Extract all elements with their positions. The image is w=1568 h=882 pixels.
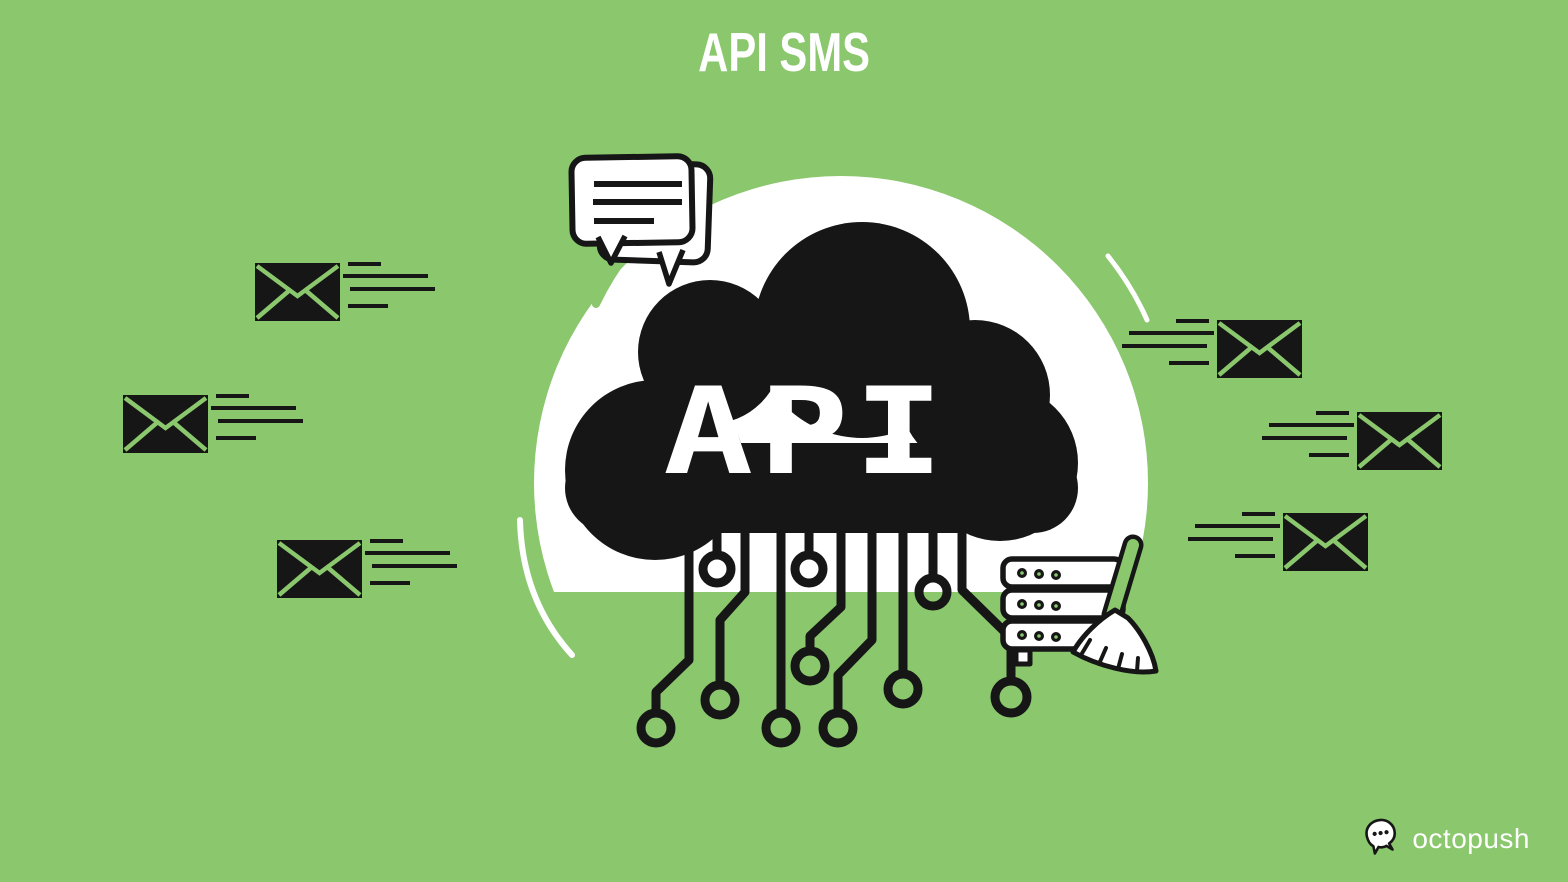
circuit-node xyxy=(761,708,801,748)
broom-icon xyxy=(1070,534,1159,675)
octopus-logo-icon xyxy=(1365,818,1397,855)
flying-envelope-icon xyxy=(275,538,475,600)
page-title: API SMS xyxy=(0,21,1568,83)
circuit-node xyxy=(818,708,858,748)
circuit-node xyxy=(914,573,952,611)
circuit-node xyxy=(790,550,828,588)
circuit-node xyxy=(990,676,1032,718)
page-title-text: API SMS xyxy=(698,21,870,83)
circuit-traces xyxy=(636,520,1033,748)
brand-name: octopush xyxy=(1412,823,1530,854)
circuit-node xyxy=(790,646,830,686)
circuit-node xyxy=(700,680,740,720)
flying-envelope-icon xyxy=(1244,410,1444,472)
api-cloud-icon xyxy=(565,222,1078,560)
server-leds xyxy=(1017,568,1061,642)
flying-envelope-icon xyxy=(121,393,321,455)
cloud-label: API xyxy=(663,363,949,503)
circuit-node xyxy=(636,708,676,748)
circuit-node xyxy=(698,550,736,588)
flying-envelope-icon xyxy=(1170,511,1370,573)
flying-envelope-icon xyxy=(1104,318,1304,380)
circuit-connector xyxy=(1013,647,1033,667)
chat-bubble-icon xyxy=(568,153,714,287)
chat-bubble-text-lines xyxy=(593,181,682,224)
brand-logo: octopush xyxy=(1361,818,1530,860)
flying-envelope-icon xyxy=(253,261,453,323)
circuit-node xyxy=(883,669,923,709)
